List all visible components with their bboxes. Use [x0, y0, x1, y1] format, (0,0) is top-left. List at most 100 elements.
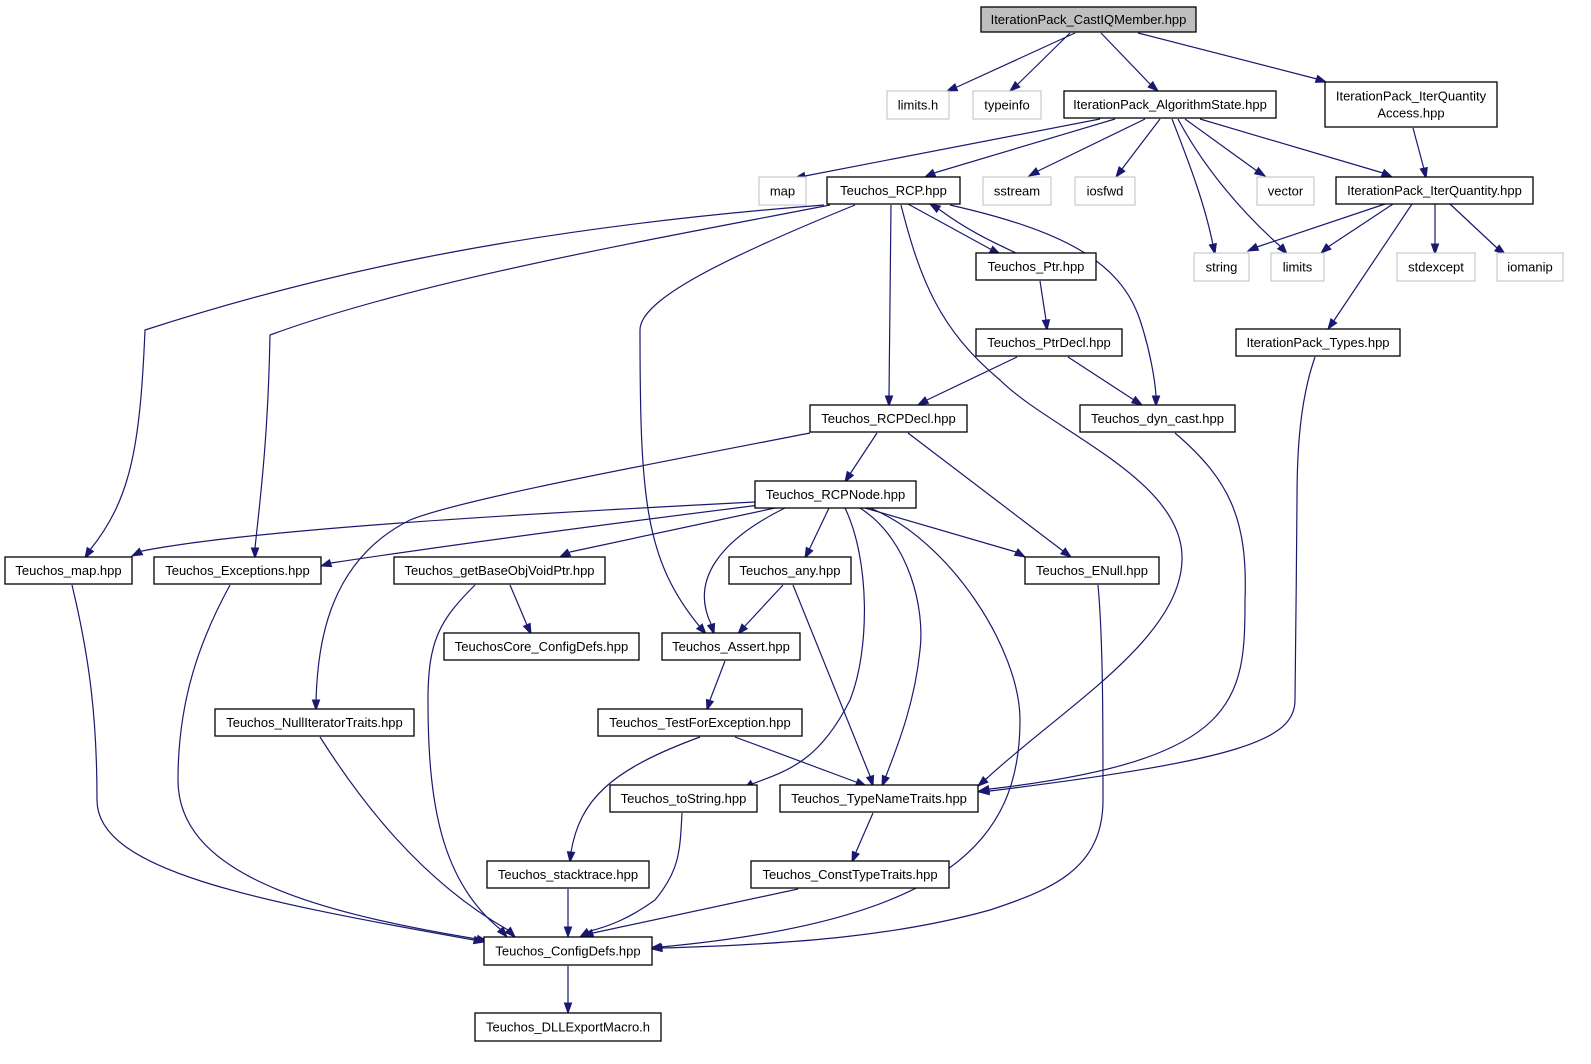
- node-stacktrace-label: Teuchos_stacktrace.hpp: [498, 867, 638, 882]
- edge-castiq-to-iqaccess: [1137, 32, 1328, 83]
- node-algstate-label: IterationPack_AlgorithmState.hpp: [1073, 97, 1267, 112]
- node-vector-label: vector: [1268, 184, 1304, 199]
- edge-nulliter-to-configdefs: [319, 736, 517, 939]
- edge-any-to-assert: [737, 584, 784, 636]
- node-testfor-label: Teuchos_TestForException.hpp: [609, 715, 790, 730]
- edge-iptypes-to-typename: [977, 356, 1316, 796]
- node-configdefs-label: Teuchos_ConfigDefs.hpp: [495, 944, 640, 959]
- edge-iqaccess-to-iterq: [1412, 127, 1428, 180]
- edge-ptrdecl-to-dyncast: [1067, 356, 1144, 406]
- edge-configdefs-to-dllexport: [563, 966, 573, 1015]
- node-configdefs[interactable]: Teuchos_ConfigDefs.hpp: [483, 936, 653, 966]
- node-typename-label: Teuchos_TypeNameTraits.hpp: [791, 791, 967, 806]
- node-any[interactable]: Teuchos_any.hpp: [728, 556, 852, 585]
- node-dllexport-label: Teuchos_DLLExportMacro.h: [486, 1020, 650, 1035]
- node-algstate[interactable]: IterationPack_AlgorithmState.hpp: [1063, 90, 1277, 119]
- edge-algstate-to-map: [793, 118, 1101, 181]
- edge-rcpnode-to-assert: [703, 507, 786, 636]
- edge-rcp-to-dyncast: [949, 204, 1161, 408]
- edge-rcpnode-to-tmap: [130, 501, 756, 557]
- edge-algstate-to-vector: [1184, 118, 1267, 177]
- edge-stacktrace-to-configdefs: [563, 889, 573, 939]
- edge-rcp-to-rcpdecl: [884, 204, 894, 408]
- edge-rcp-to-tmap: [84, 204, 825, 560]
- node-rcpnode[interactable]: Teuchos_RCPNode.hpp: [754, 480, 917, 509]
- edge-rcpnode-to-enull: [864, 507, 1027, 558]
- node-iqaccess-label: IterationPack_IterQuantity: [1336, 89, 1487, 104]
- edge-rcpnode-to-getbase: [558, 507, 776, 558]
- node-nulliter-label: Teuchos_NullIteratorTraits.hpp: [226, 715, 403, 730]
- edge-algstate-to-iosfwd: [1115, 118, 1161, 179]
- node-ptrdecl[interactable]: Teuchos_PtrDecl.hpp: [975, 328, 1123, 357]
- node-limits-label: limits: [1283, 260, 1313, 275]
- edge-rcpdecl-to-rcpnode: [844, 432, 878, 484]
- node-ptr[interactable]: Teuchos_Ptr.hpp: [975, 252, 1097, 281]
- node-iomanip: iomanip: [1496, 252, 1564, 282]
- edge-consttype-to-configdefs: [581, 888, 799, 938]
- edge-algstate-to-sstream: [1027, 118, 1146, 177]
- node-tostring-label: Teuchos_toString.hpp: [621, 791, 747, 806]
- node-tostring[interactable]: Teuchos_toString.hpp: [609, 784, 758, 813]
- node-dyncast[interactable]: Teuchos_dyn_cast.hpp: [1079, 404, 1236, 433]
- edge-exceptions-to-configdefs: [177, 584, 489, 944]
- node-coreconfig-label: TeuchosCore_ConfigDefs.hpp: [455, 639, 628, 654]
- node-sstream-label: sstream: [994, 184, 1040, 199]
- node-coreconfig[interactable]: TeuchosCore_ConfigDefs.hpp: [443, 632, 640, 661]
- node-iptypes[interactable]: IterationPack_Types.hpp: [1235, 328, 1401, 357]
- node-tmap-label: Teuchos_map.hpp: [15, 563, 121, 578]
- edge-iterq-to-limits: [1319, 203, 1394, 254]
- edge-ptr-to-rcp: [928, 203, 1017, 254]
- node-getbase-label: Teuchos_getBaseObjVoidPtr.hpp: [404, 563, 594, 578]
- node-dllexport[interactable]: Teuchos_DLLExportMacro.h: [474, 1012, 662, 1042]
- edge-ptr-to-ptrdecl: [1039, 280, 1051, 332]
- edge-rcpnode-to-any: [804, 507, 830, 560]
- edge-typename-to-consttype: [851, 812, 874, 864]
- edge-rcpdecl-to-enull: [907, 432, 1073, 558]
- node-consttype[interactable]: Teuchos_ConstTypeTraits.hpp: [750, 860, 950, 889]
- node-ptrdecl-label: Teuchos_PtrDecl.hpp: [987, 335, 1111, 350]
- edge-rcpdecl-to-nulliter: [311, 432, 811, 712]
- node-rcp[interactable]: Teuchos_RCP.hpp: [826, 176, 961, 205]
- node-stacktrace[interactable]: Teuchos_stacktrace.hpp: [486, 860, 650, 889]
- edge-rcp-to-typename: [900, 204, 1183, 787]
- node-ptr-label: Teuchos_Ptr.hpp: [988, 259, 1085, 274]
- edge-algstate-to-string: [1171, 118, 1217, 256]
- node-enull[interactable]: Teuchos_ENull.hpp: [1024, 556, 1160, 585]
- node-iterq[interactable]: IterationPack_IterQuantity.hpp: [1335, 176, 1534, 205]
- edge-assert-to-testfor: [705, 660, 726, 712]
- edge-castiq-to-algstate: [1100, 32, 1160, 92]
- node-getbase[interactable]: Teuchos_getBaseObjVoidPtr.hpp: [393, 556, 606, 585]
- node-tmap[interactable]: Teuchos_map.hpp: [4, 556, 133, 585]
- edge-ptrdecl-to-rcpdecl: [916, 356, 1018, 406]
- node-iosfwd: iosfwd: [1074, 176, 1136, 206]
- edge-algstate-to-iterq: [1199, 118, 1394, 178]
- node-assert[interactable]: Teuchos_Assert.hpp: [661, 632, 801, 661]
- node-exceptions-label: Teuchos_Exceptions.hpp: [165, 563, 310, 578]
- dependency-edges: [71, 32, 1507, 1015]
- edge-iterq-to-string: [1246, 203, 1386, 252]
- node-typeinfo: typeinfo: [972, 90, 1042, 120]
- node-string-label: string: [1206, 260, 1238, 275]
- edge-any-to-typename: [792, 584, 875, 788]
- edge-testfor-to-stacktrace: [566, 736, 701, 864]
- node-testfor[interactable]: Teuchos_TestForException.hpp: [597, 708, 803, 737]
- node-map-label: map: [770, 184, 795, 199]
- node-nulliter[interactable]: Teuchos_NullIteratorTraits.hpp: [214, 708, 415, 737]
- edge-iterq-to-iomanip: [1449, 203, 1507, 255]
- edge-rcp-to-ptr: [907, 203, 1002, 255]
- node-exceptions[interactable]: Teuchos_Exceptions.hpp: [153, 556, 322, 585]
- node-consttype-label: Teuchos_ConstTypeTraits.hpp: [762, 867, 937, 882]
- edge-rcp-to-exceptions: [250, 204, 831, 560]
- node-stdexcept-label: stdexcept: [1408, 260, 1464, 275]
- edge-getbase-to-coreconfig: [509, 584, 532, 636]
- edge-castiq-to-typeinfo: [1008, 32, 1071, 92]
- node-castiq[interactable]: IterationPack_CastIQMember.hpp: [980, 6, 1197, 33]
- node-string: string: [1193, 252, 1250, 282]
- node-stdexcept: stdexcept: [1396, 252, 1476, 282]
- edge-enull-to-configdefs: [650, 584, 1104, 953]
- node-typename[interactable]: Teuchos_TypeNameTraits.hpp: [779, 784, 979, 813]
- node-rcpdecl[interactable]: Teuchos_RCPDecl.hpp: [809, 404, 968, 433]
